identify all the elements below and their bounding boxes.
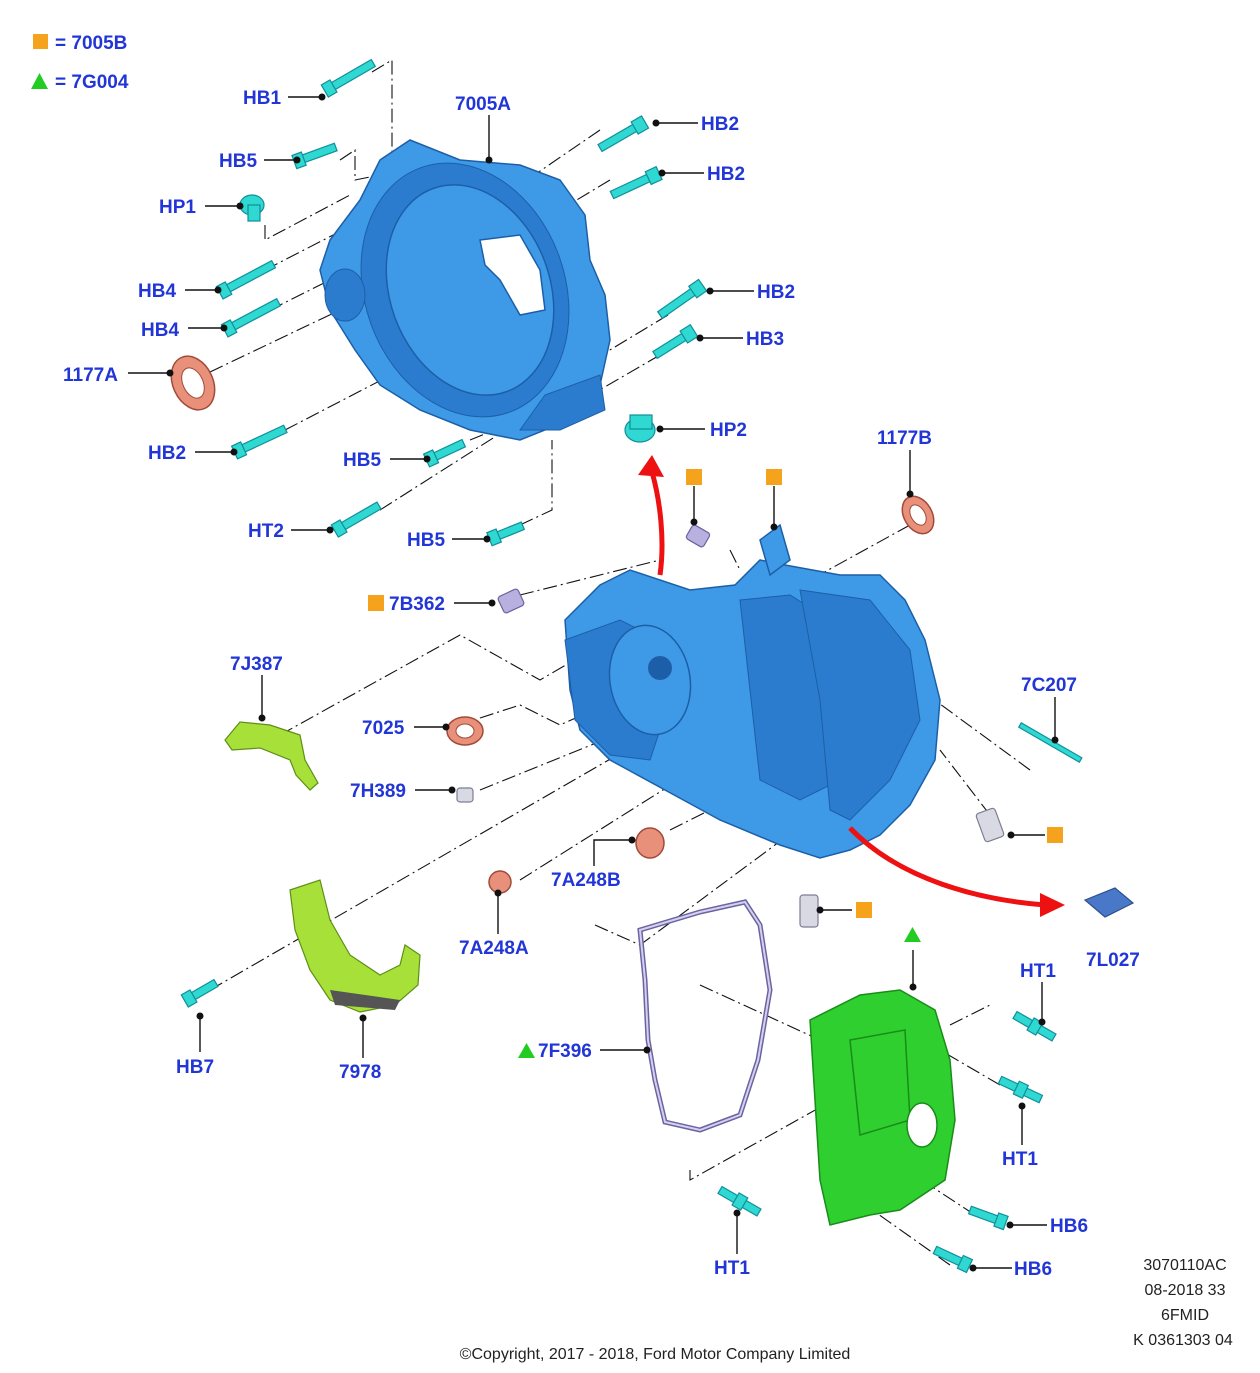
label-hb4-a: HB4: [138, 281, 176, 302]
label-hb7: HB7: [176, 1057, 214, 1078]
label-ht1-c: HT1: [714, 1258, 750, 1279]
gasket-7f396: [637, 899, 773, 1133]
copyright-notice: ©Copyright, 2017 - 2018, Ford Motor Comp…: [460, 1346, 851, 1363]
label-ht1-a: HT1: [1020, 961, 1056, 982]
label-hb5-top: HB5: [219, 151, 257, 172]
drawing-code-line-3: 6FMID: [1161, 1307, 1209, 1324]
label-7025: 7025: [362, 718, 405, 739]
label-hb2-d: HB2: [148, 443, 186, 464]
drawing-code-line-4: K 0361303 04: [1133, 1332, 1233, 1349]
label-hb2-c: HB2: [757, 282, 795, 303]
legend-triangle-marker: [31, 73, 48, 89]
footer: 3070110AC 08-2018 33 6FMID K 0361303 04 …: [460, 1257, 1233, 1363]
label-ht2: HT2: [248, 521, 284, 542]
legend-square-text: = 7005B: [55, 33, 127, 54]
label-7f396: 7F396: [538, 1041, 592, 1062]
seals-and-plugs: [170, 355, 1135, 928]
legend: = 7005B = 7G004: [31, 33, 129, 93]
label-hp2: HP2: [710, 420, 747, 441]
label-hb6-b: HB6: [1014, 1259, 1052, 1280]
marker-square: [856, 902, 872, 918]
marker-square: [686, 469, 702, 485]
drawing-code-line-2: 08-2018 33: [1145, 1282, 1226, 1299]
marker-triangle: [904, 927, 921, 942]
label-hp1: HP1: [159, 197, 196, 218]
part-labels: HB1 7005A HB5 HP1 HB2 HB2 HB4 HB4 HB2 HB…: [63, 88, 1140, 1280]
label-1177b: 1177B: [877, 428, 932, 449]
marker-square: [766, 469, 782, 485]
label-hb3: HB3: [746, 329, 784, 350]
label-7978: 7978: [339, 1062, 381, 1083]
label-hb2-a: HB2: [701, 114, 739, 135]
label-7b362: 7B362: [389, 594, 445, 615]
label-7h389: 7H389: [350, 781, 406, 802]
label-hb6-a: HB6: [1050, 1216, 1088, 1237]
bell-housing-7005a: [319, 139, 611, 441]
label-hb5-low: HB5: [407, 530, 445, 551]
label-hb1: HB1: [243, 88, 281, 109]
side-cover: [809, 989, 956, 1226]
leader-lines: [128, 93, 1059, 1272]
part-markers: [368, 469, 1063, 1058]
label-hb2-b: HB2: [707, 164, 745, 185]
marker-square: [1047, 827, 1063, 843]
label-hb4-b: HB4: [141, 320, 179, 341]
label-7a248b: 7A248B: [551, 870, 621, 891]
label-1177a: 1177A: [63, 365, 118, 386]
shield-7978: [289, 879, 421, 1013]
label-hb5-mid: HB5: [343, 450, 381, 471]
direction-arrows: [638, 455, 1065, 917]
legend-triangle-text: = 7G004: [55, 72, 129, 93]
label-7j387: 7J387: [230, 654, 283, 675]
drawing-code-line-1: 3070110AC: [1143, 1257, 1226, 1274]
label-7c207: 7C207: [1021, 675, 1077, 696]
label-7a248a: 7A248A: [459, 938, 529, 959]
label-ht1-b: HT1: [1002, 1149, 1038, 1170]
bracket-7j387: [224, 721, 319, 791]
transmission-case: [564, 523, 941, 859]
label-7005a: 7005A: [455, 94, 511, 115]
marker-triangle: [518, 1043, 535, 1058]
marker-square: [368, 595, 384, 611]
legend-square-marker: [33, 34, 48, 49]
label-7l027: 7L027: [1086, 950, 1140, 971]
